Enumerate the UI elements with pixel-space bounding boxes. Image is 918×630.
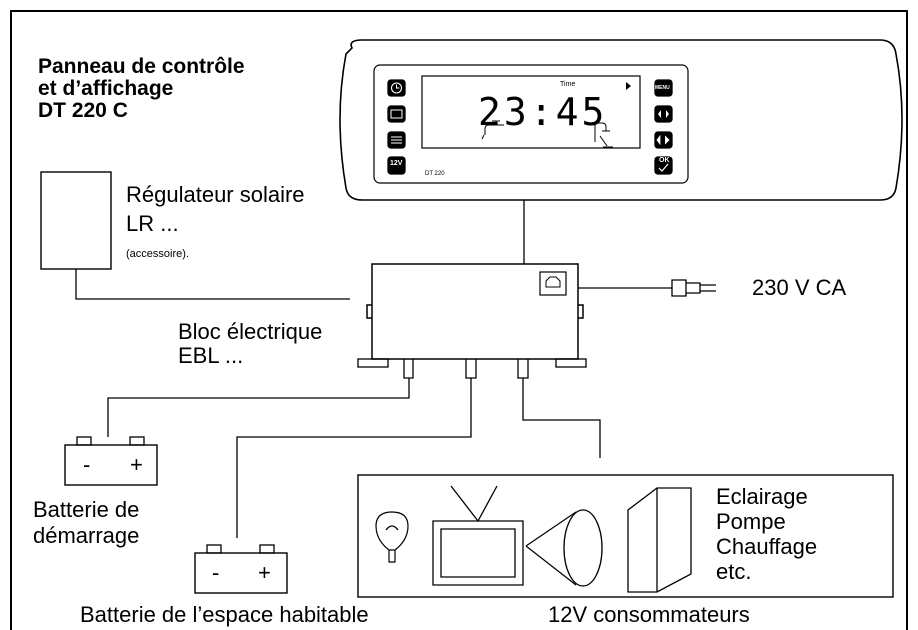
button-ok-label: OK	[659, 157, 670, 164]
wire-regulator-block	[75, 269, 350, 300]
panel-title-line2: et d’affichage	[38, 77, 174, 100]
menu-button	[654, 79, 673, 97]
lcd-screen	[421, 75, 641, 149]
consumer-item: Eclairage	[716, 484, 808, 509]
control-panel	[339, 39, 903, 201]
starter-battery-minus: -	[83, 452, 91, 477]
wire-starter-battery	[107, 378, 410, 437]
panel-title-line3: DT 220 C	[38, 99, 128, 122]
panel-model-label: DT 220	[425, 171, 445, 177]
mains-label: 230 V CA	[752, 275, 847, 300]
mains-plug	[660, 279, 716, 297]
consumer-item: Pompe	[716, 509, 786, 534]
12v-button	[387, 156, 406, 175]
starter-battery-label-line2: démarrage	[33, 523, 140, 548]
shower-icon	[592, 122, 613, 148]
diagram-frame	[10, 10, 908, 630]
power-inlet	[539, 271, 567, 296]
wire-consumers	[522, 378, 601, 458]
control-panel-inner	[373, 64, 689, 184]
prev-button	[654, 131, 673, 149]
heater-icon	[525, 511, 577, 586]
solar-regulator-box	[40, 171, 112, 270]
lcd-time-label: Time	[560, 81, 576, 88]
button-12v-label: 12V	[390, 160, 403, 167]
living-battery-label: Batterie de l’espace habitable	[80, 602, 369, 627]
ok-button	[654, 156, 673, 175]
cabinet-icon	[627, 487, 692, 593]
lcd-time: 23:45	[478, 90, 608, 134]
tap-icon	[481, 120, 504, 140]
consumers-label: 12V consommateurs	[548, 602, 750, 627]
power-block	[366, 263, 584, 360]
power-block-label-line1: Bloc électrique	[178, 319, 323, 344]
living-battery	[194, 552, 288, 594]
wire-living-battery	[236, 378, 472, 538]
consumer-item: etc.	[716, 559, 752, 584]
regulator-label-line1: Régulateur solaire	[126, 182, 305, 207]
living-battery-plus: +	[258, 560, 271, 585]
button-menu-label: MENU	[655, 85, 670, 91]
bulb-icon	[375, 511, 409, 563]
regulator-note: (accessoire).	[126, 248, 189, 260]
starter-battery-plus: +	[130, 452, 143, 477]
consumers-box	[357, 474, 894, 598]
lcd-arrow	[626, 82, 631, 90]
next-button	[654, 105, 673, 123]
power-block-label-line2: EBL ...	[178, 343, 244, 368]
consumer-item: Chauffage	[716, 534, 818, 559]
regulator-label-line2: LR ...	[126, 211, 179, 236]
starter-battery-label-line1: Batterie de	[33, 497, 140, 522]
tv-icon	[432, 485, 524, 586]
living-battery-minus: -	[212, 560, 220, 585]
starter-battery	[64, 444, 158, 486]
panel-title-line1: Panneau de contrôle	[38, 55, 245, 78]
